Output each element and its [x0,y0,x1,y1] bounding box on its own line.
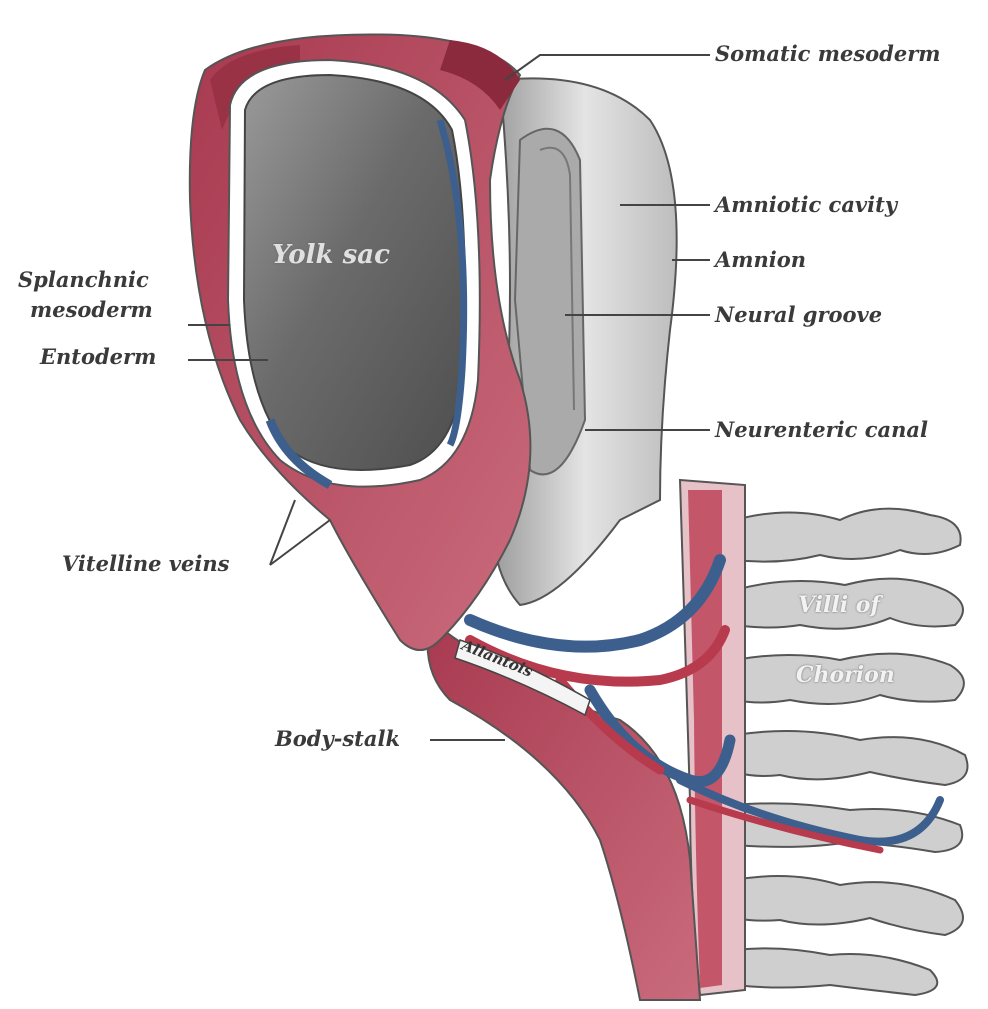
label-neurenteric-canal: Neurenteric canal [715,418,928,442]
label-body-stalk: Body-stalk [275,727,400,751]
label-amnion: Amnion [715,248,806,272]
yolk-sac-shape [244,75,465,470]
label-splanchnic-mesoderm-line2: mesoderm [30,298,153,322]
label-neural-groove: Neural groove [715,303,882,327]
label-splanchnic-mesoderm-line1: Splanchnic [18,268,149,292]
label-vitelline-veins: Vitelline veins [62,552,229,576]
chorionic-villi [735,509,968,995]
label-somatic-mesoderm: Somatic mesoderm [715,42,941,66]
inner-label-yolk-sac: Yolk sac [272,240,390,270]
label-entoderm: Entoderm [40,345,156,369]
label-amniotic-cavity: Amniotic cavity [715,193,897,217]
inner-label-chorion: Chorion [796,662,895,688]
inner-label-villi-of: Villi of [798,592,880,618]
